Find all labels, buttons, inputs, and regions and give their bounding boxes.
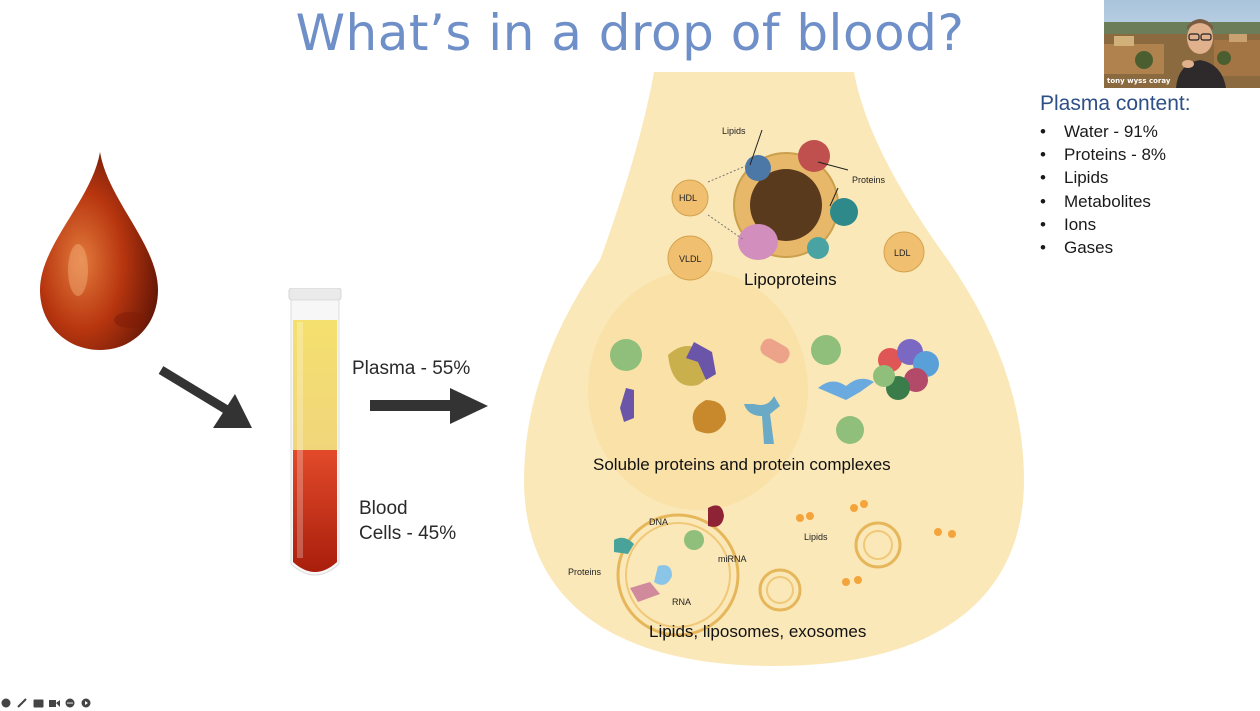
plasma-content-panel: Plasma content: Water - 91% Proteins - 8… bbox=[1040, 92, 1250, 259]
proteins-small-label-2: Proteins bbox=[568, 567, 602, 577]
lipoprotein-diagram bbox=[667, 129, 925, 281]
cells-label-line1: Blood bbox=[359, 498, 408, 519]
lipoproteins-label: Lipoproteins bbox=[744, 270, 837, 289]
list-item: Lipids bbox=[1040, 166, 1250, 189]
list-item: Ions bbox=[1040, 213, 1250, 236]
hdl-label: HDL bbox=[679, 193, 697, 203]
pen-icon[interactable] bbox=[16, 697, 28, 709]
video-feed-image bbox=[1104, 0, 1260, 88]
pointer-icon[interactable] bbox=[0, 697, 12, 709]
presenter-video[interactable]: tony wyss coray bbox=[1104, 0, 1260, 88]
slide-title: What’s in a drop of blood? bbox=[295, 4, 965, 62]
plasma-percentage-label: Plasma - 55% bbox=[352, 358, 471, 379]
next-icon[interactable] bbox=[80, 697, 92, 709]
more-icon[interactable] bbox=[64, 697, 76, 709]
exosome-illustration bbox=[614, 500, 956, 637]
proteins-small-label: Proteins bbox=[852, 175, 886, 185]
list-item: Proteins - 8% bbox=[1040, 143, 1250, 166]
captions-icon[interactable] bbox=[32, 697, 44, 709]
soluble-proteins-label: Soluble proteins and protein complexes bbox=[593, 455, 891, 474]
list-item: Gases bbox=[1040, 236, 1250, 259]
dna-label: DNA bbox=[649, 517, 668, 527]
soluble-proteins-illustration bbox=[610, 335, 939, 444]
mirna-label: miRNA bbox=[718, 554, 747, 564]
blood-drop-image bbox=[40, 152, 158, 350]
vldl-label: VLDL bbox=[679, 254, 702, 264]
presentation-toolbar bbox=[0, 696, 92, 710]
diagonal-arrow-icon bbox=[158, 366, 252, 428]
camera-icon[interactable] bbox=[48, 697, 60, 709]
list-item: Water - 91% bbox=[1040, 120, 1250, 143]
lipids-small-label: Lipids bbox=[722, 126, 746, 136]
participant-name: tony wyss coray bbox=[1107, 77, 1171, 85]
ldl-label: LDL bbox=[894, 248, 911, 258]
rna-label: RNA bbox=[672, 597, 691, 607]
plasma-content-list: Water - 91% Proteins - 8% Lipids Metabol… bbox=[1040, 120, 1250, 259]
lipids-liposomes-exosomes-label: Lipids, liposomes, exosomes bbox=[649, 622, 867, 641]
lipids-small-label-2: Lipids bbox=[804, 532, 828, 542]
plasma-content-heading: Plasma content: bbox=[1040, 92, 1191, 115]
list-item: Metabolites bbox=[1040, 190, 1250, 213]
cells-label-line2: Cells - 45% bbox=[359, 523, 457, 544]
right-arrow-icon bbox=[370, 388, 488, 424]
plasma-drop-panel: Lipids Proteins HDL VLDL LDL bbox=[524, 72, 1024, 666]
test-tube-image bbox=[288, 288, 342, 576]
